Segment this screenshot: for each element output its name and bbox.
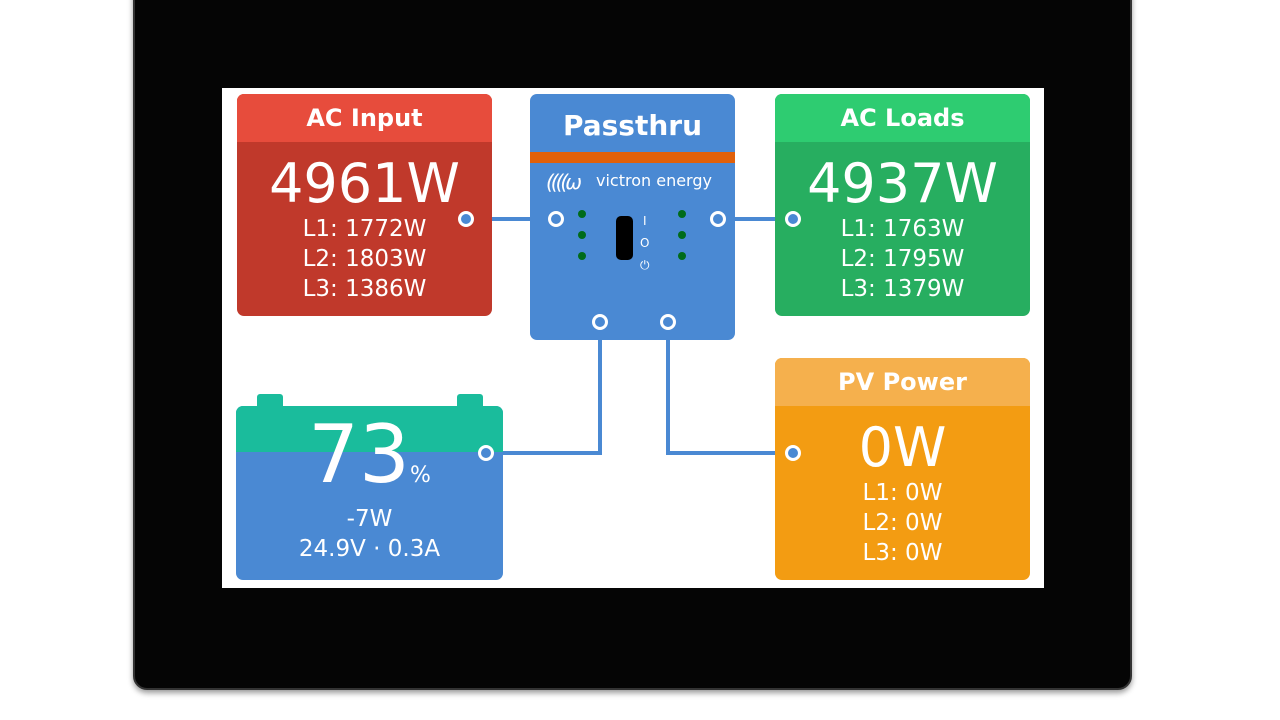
battery-soc-unit: %: [409, 463, 431, 488]
connector-dot: [478, 445, 494, 461]
battery-terminal-icon: [257, 394, 283, 406]
led-icon: [578, 210, 586, 218]
switch-off-label: O: [640, 236, 650, 250]
inverter-tile[interactable]: Passthru ((((ω victron energy I O ⏻: [530, 94, 735, 340]
ac-loads-l3: L3: 1379W: [840, 276, 965, 302]
led-icon: [678, 210, 686, 218]
battery-soc: 73: [308, 408, 410, 501]
battery-power: -7W: [346, 506, 393, 532]
orange-stripe: [530, 152, 735, 163]
led-icon: [678, 252, 686, 260]
connector-dot: [592, 314, 608, 330]
pv-l1: L1: 0W: [862, 480, 943, 506]
victron-logo-icon: ((((ω: [546, 170, 582, 194]
led-icon: [678, 231, 686, 239]
pv-title: PV Power: [775, 358, 1030, 406]
ac-loads-l1: L1: 1763W: [840, 216, 965, 242]
pv-l2: L2: 0W: [862, 510, 943, 536]
switch-on-label: I: [642, 214, 647, 228]
brand-label: victron energy: [596, 171, 712, 190]
connector-dot: [458, 211, 474, 227]
ac-input-total: 4961W: [269, 152, 460, 215]
ac-loads-l2: L2: 1795W: [840, 246, 965, 272]
connector-dot: [785, 445, 801, 461]
battery-level-fill: [236, 406, 503, 452]
ac-loads-total: 4937W: [807, 152, 998, 215]
ac-input-l1: L1: 1772W: [302, 216, 427, 242]
inverter-mode: Passthru: [562, 109, 703, 142]
connector-dot: [660, 314, 676, 330]
battery-terminal-icon: [457, 394, 483, 406]
connector-dot: [785, 211, 801, 227]
battery-tile[interactable]: 73% -7W 24.9V · 0.3A: [236, 406, 503, 580]
wire-battery: [492, 328, 602, 455]
led-icon: [578, 252, 586, 260]
ac-loads-title: AC Loads: [775, 94, 1030, 142]
ac-input-l2: L2: 1803W: [302, 246, 427, 272]
pv-power-tile[interactable]: PV Power 0W L1: 0W L2: 0W L3: 0W: [775, 358, 1030, 580]
ac-input-title: AC Input: [237, 94, 492, 142]
ac-input-tile[interactable]: AC Input 4961W L1: 1772W L2: 1803W L3: 1…: [237, 94, 492, 316]
connector-dot: [548, 211, 564, 227]
overview-screen: AC Input 4961W L1: 1772W L2: 1803W L3: 1…: [222, 88, 1044, 588]
led-icon: [578, 231, 586, 239]
ac-loads-tile[interactable]: AC Loads 4937W L1: 1763W L2: 1795W L3: 1…: [775, 94, 1030, 316]
connector-dot: [710, 211, 726, 227]
pv-total: 0W: [858, 416, 947, 479]
power-icon: ⏻: [640, 258, 650, 272]
battery-voltage-current: 24.9V · 0.3A: [298, 536, 441, 562]
wire-pv: [666, 328, 787, 455]
pv-l3: L3: 0W: [862, 540, 943, 566]
ac-input-l3: L3: 1386W: [302, 276, 427, 302]
power-switch-icon: [616, 216, 633, 260]
